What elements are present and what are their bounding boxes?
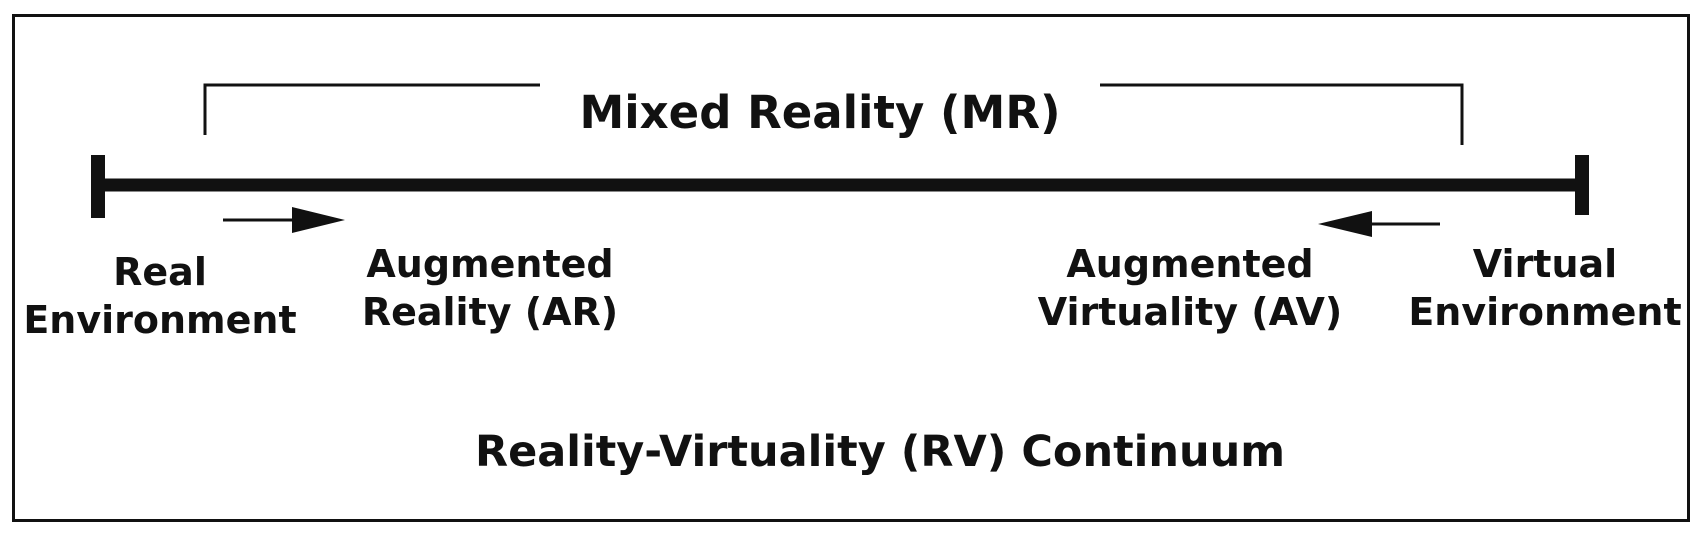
augmented-virtuality-label: Augmented Virtuality (AV) <box>1037 242 1343 334</box>
real-environment-label: Real Environment <box>23 250 297 342</box>
arrow-right-icon <box>223 207 345 233</box>
arrow-left-icon <box>1318 211 1440 237</box>
mixed-reality-label: Mixed Reality (MR) <box>540 80 1100 146</box>
augmented-reality-label: Augmented Reality (AR) <box>361 242 619 334</box>
rv-continuum-title: Reality-Virtuality (RV) Continuum <box>474 427 1286 477</box>
virtual-environment-label: Virtual Environment <box>1408 242 1682 334</box>
diagram-frame <box>12 14 1690 522</box>
